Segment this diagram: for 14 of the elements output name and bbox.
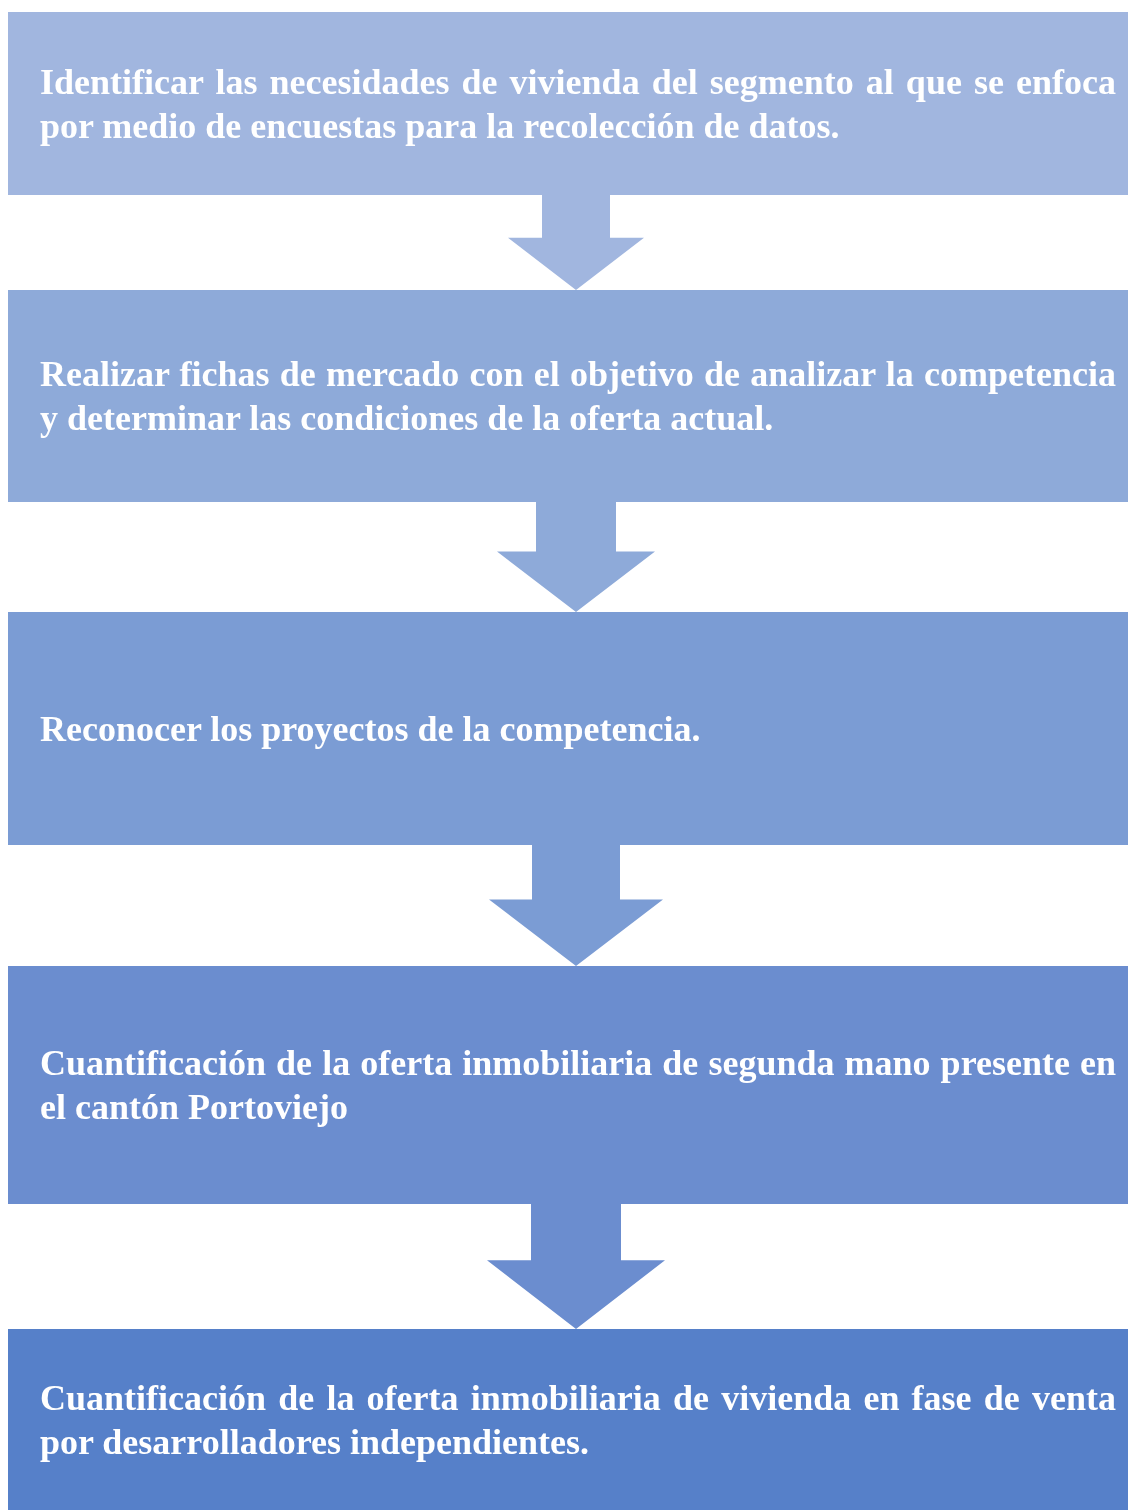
step-text: Cuantificación de la oferta inmobiliaria de vivienda en fase de venta por desarrolladores independientes.: [40, 1376, 1116, 1464]
block-arrow: [489, 845, 663, 966]
step-text: Identificar las necesidades de vivienda del segmento al que se enfoca por medio de encuestas para la recolección de datos.: [40, 60, 1116, 148]
block-arrow: [497, 502, 655, 612]
process-box: [8, 290, 1128, 502]
process-box: [8, 12, 1128, 195]
process-box: [8, 1329, 1128, 1510]
block-arrow: [508, 195, 644, 290]
step-text: Cuantificación de la oferta inmobiliaria de segunda mano presente en el cantón Portoviejo: [40, 1042, 1116, 1129]
step-text: Reconocer los proyectos de la competencia.: [40, 707, 702, 751]
process-box: [8, 966, 1128, 1204]
block-arrow: [487, 1204, 665, 1329]
process-box: [8, 612, 1128, 845]
step-text: Realizar fichas de mercado con el objetivo de analizar la competencia y determinar las condiciones de la oferta actual.: [40, 353, 1116, 440]
